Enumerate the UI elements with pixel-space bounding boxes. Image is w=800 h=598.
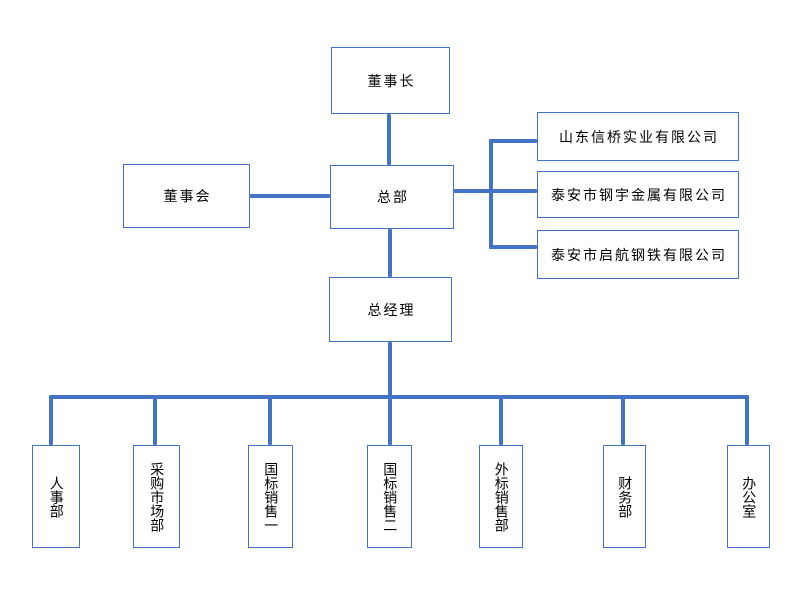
connector-drop-finance (621, 397, 625, 445)
org-node-label: 总经理 (367, 301, 416, 318)
connector-drop-purchasing (153, 397, 157, 445)
org-node-label: 总部 (377, 189, 409, 205)
org-node-label: 外标销售部 (493, 461, 510, 532)
org-node-label: 泰安市启航钢铁有限公司 (551, 246, 727, 263)
org-node-general-manager: 总经理 (329, 277, 452, 342)
connector-drop-foreign (499, 397, 503, 445)
org-node-dept-national-sales-2: 国标销售二 (367, 445, 412, 548)
org-node-dept-foreign-sales: 外标销售部 (479, 445, 523, 548)
connector-chairman-to-hq (387, 114, 391, 165)
org-node-chairman: 董事长 (331, 47, 450, 114)
connector-company-bracket (489, 139, 493, 249)
connector-gm-to-bus (388, 342, 392, 397)
org-node-dept-national-sales-1: 国标销售一 (248, 445, 293, 548)
connector-drop-hr (49, 397, 53, 445)
connector-bracket-to-top (489, 139, 537, 143)
org-node-dept-finance: 财务部 (603, 445, 646, 548)
connector-drop-national-2 (388, 397, 392, 445)
connector-bracket-to-bottom (489, 245, 537, 249)
org-node-company-gangyu: 泰安市钢宇金属有限公司 (537, 171, 739, 218)
org-node-company-qihang: 泰安市启航钢铁有限公司 (537, 230, 739, 279)
connector-department-bus (49, 395, 749, 399)
org-node-headquarters: 总部 (330, 165, 454, 229)
org-node-label: 人事部 (48, 475, 65, 518)
org-node-dept-purchasing-market: 采购市场部 (133, 445, 180, 548)
org-node-label: 山东信桥实业有限公司 (559, 128, 719, 145)
connector-drop-national-1 (268, 397, 272, 445)
org-node-label: 董事长 (367, 72, 416, 89)
org-node-label: 国标销售一 (263, 461, 280, 532)
org-node-dept-hr: 人事部 (32, 445, 80, 548)
connector-board-to-hq (250, 194, 330, 198)
org-node-label: 泰安市钢宇金属有限公司 (551, 186, 727, 203)
connector-hq-to-companies (454, 189, 537, 193)
org-node-company-xinqiao: 山东信桥实业有限公司 (537, 112, 739, 161)
org-node-label: 董事会 (163, 188, 212, 204)
org-node-label: 财务部 (617, 475, 634, 518)
connector-hq-to-gm (388, 229, 392, 277)
org-node-label: 办公室 (741, 475, 758, 518)
org-node-board: 董事会 (123, 164, 250, 228)
connector-drop-office (745, 397, 749, 445)
org-node-label: 国标销售二 (382, 461, 399, 532)
org-node-label: 采购市场部 (149, 461, 166, 532)
org-node-dept-office: 办公室 (727, 445, 770, 548)
